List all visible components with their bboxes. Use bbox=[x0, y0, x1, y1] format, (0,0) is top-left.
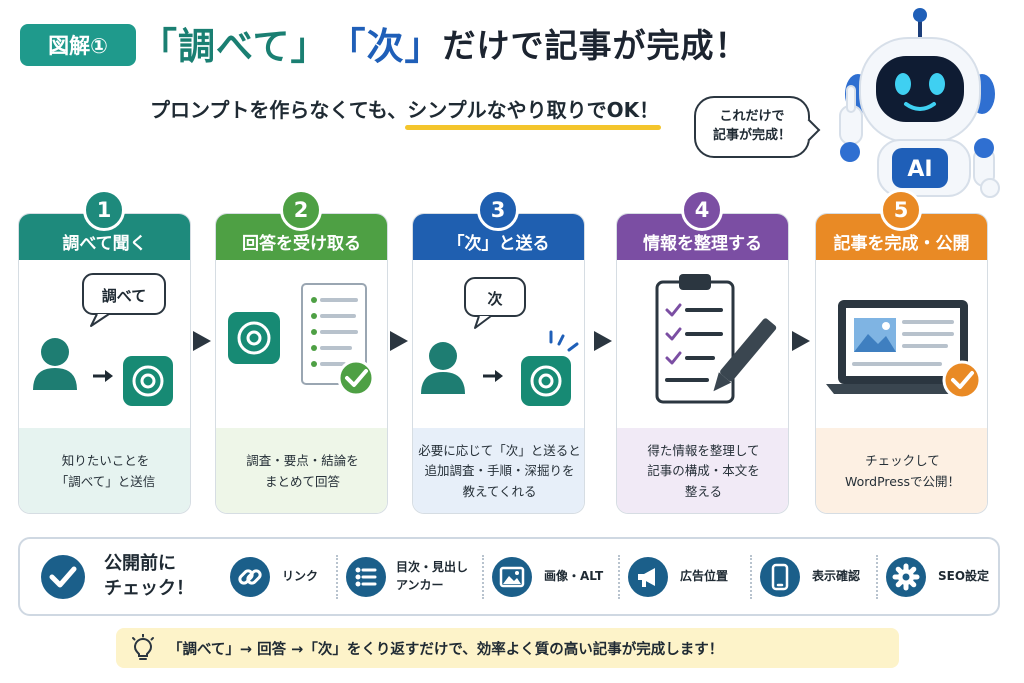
checklist-heading-line-2: チェック！ bbox=[104, 577, 194, 599]
speech-bubble: これだけで 記事が完成！ bbox=[694, 96, 810, 158]
step-3: 3 「次」と送る 次 必要に応じて「次」と送ると 追加調査・手順・深掘りを 教え… bbox=[412, 189, 585, 514]
megaphone-icon bbox=[628, 556, 668, 597]
step-2-desc-line-1: 調査・要点・結論を bbox=[246, 452, 359, 468]
image-icon bbox=[492, 556, 532, 597]
lightbulb-icon bbox=[132, 634, 154, 660]
title-part-shirabete: 「調べて」 bbox=[140, 25, 329, 68]
title-part-rest: だけで記事が完成！ bbox=[442, 26, 749, 65]
step-2-description: 調査・要点・結論を まとめて回答 bbox=[216, 428, 387, 513]
step-3-bubble-text: 次 bbox=[487, 290, 502, 308]
step-3-desc-line-1: 必要に応じて「次」と送ると bbox=[418, 442, 581, 458]
arrow-right-icon bbox=[193, 331, 211, 351]
step-3-number: 3 bbox=[477, 189, 519, 231]
step-2: 2 回答を受け取る 調査・要点・結論を まとめて回答 bbox=[215, 189, 388, 514]
check-item-toc-label-1: 目次・見出し bbox=[396, 560, 469, 575]
step-1-bubble-text: 調べて bbox=[102, 287, 146, 305]
bubble-line-1: これだけで bbox=[719, 109, 785, 125]
summary-tip-text: 「調べて」→ 回答 →「次」をくり返すだけで、効率よく質の高い記事が完成します！ bbox=[168, 641, 724, 658]
subtitle: プロンプトを作らなくても、シンプルなやり取りでOK！ bbox=[150, 94, 659, 123]
bubble-line-2: 記事が完成！ bbox=[712, 128, 791, 143]
step-5-desc-line-1: チェックして bbox=[865, 452, 940, 468]
step-4-desc-line-1: 得た情報を整理して bbox=[647, 442, 760, 458]
check-item-image-label: 画像・ALT bbox=[544, 568, 604, 583]
check-item-seo-label: SEO設定 bbox=[938, 568, 990, 583]
smartphone-icon bbox=[760, 556, 800, 597]
step-4-desc-line-2: 記事の構成・本文を bbox=[647, 463, 760, 479]
arrow-right-icon bbox=[792, 331, 810, 351]
step-1-desc-line-1: 知りたいことを bbox=[61, 452, 150, 468]
divider bbox=[618, 555, 620, 599]
step-5-number: 5 bbox=[880, 189, 922, 231]
step-3-desc-line-3: 教えてくれる bbox=[462, 483, 537, 499]
chatgpt-answer-document-icon bbox=[228, 283, 375, 397]
divider bbox=[876, 555, 878, 599]
check-circle-icon bbox=[41, 554, 85, 599]
step-1-title: 調べて聞く bbox=[19, 214, 190, 260]
step-3-description: 必要に応じて「次」と送ると 追加調査・手順・深掘りを 教えてくれる bbox=[413, 428, 584, 513]
check-item-ads-label: 広告位置 bbox=[680, 568, 729, 583]
check-item-seo: SEO設定 bbox=[886, 539, 989, 614]
user-to-chatgpt-icon: 調べて bbox=[33, 273, 173, 406]
check-item-toc-label-2: アンカー bbox=[396, 577, 444, 592]
step-2-desc-line-2: まとめて回答 bbox=[264, 473, 340, 489]
check-item-link: リンク bbox=[230, 539, 318, 614]
figure-badge: 図解① bbox=[20, 24, 136, 66]
user-send-next-icon: 次 bbox=[421, 277, 579, 406]
robot-chest-label: AI bbox=[907, 157, 932, 182]
step-5-description: チェックして WordPressで公開！ bbox=[816, 428, 987, 513]
step-1-description: 知りたいことを 「調べて」と送信 bbox=[19, 428, 190, 513]
robot-mascot-icon: AI bbox=[839, 8, 1000, 198]
step-1-card: 調べて聞く 調べて 知りたいことを 「調べて」と送信 bbox=[18, 213, 191, 514]
divider bbox=[482, 555, 484, 599]
laptop-check-icon bbox=[826, 300, 982, 400]
link-icon bbox=[230, 556, 270, 597]
check-item-image: 画像・ALT bbox=[492, 539, 603, 614]
arrow-right-icon bbox=[594, 331, 612, 351]
check-item-link-label: リンク bbox=[282, 568, 319, 583]
pre-publish-checklist: 公開前に チェック！ リンク 目次・見出し アンカー 画像・AL bbox=[18, 537, 1000, 616]
step-3-desc-line-2: 追加調査・手順・深掘りを bbox=[424, 463, 575, 479]
subtitle-highlight: シンプルなやり取りでOK！ bbox=[407, 98, 660, 122]
divider bbox=[750, 555, 752, 599]
check-item-ads: 広告位置 bbox=[628, 539, 728, 614]
subtitle-plain: プロンプトを作らなくても、 bbox=[150, 98, 408, 122]
step-2-number: 2 bbox=[280, 189, 322, 231]
step-1: 1 調べて聞く 調べて 知りたいことを 「調べて」と送信 bbox=[18, 189, 191, 514]
checklist-heading-line-1: 公開前に bbox=[104, 553, 176, 575]
list-icon bbox=[346, 556, 386, 597]
step-5: 5 記事を完成・公開 チェックして WordPressで公開！ bbox=[815, 189, 988, 514]
step-4-desc-line-3: 整える bbox=[684, 483, 723, 499]
check-item-toc: 目次・見出し アンカー bbox=[346, 539, 468, 614]
step-4-description: 得た情報を整理して 記事の構成・本文を 整える bbox=[617, 428, 788, 513]
step-4-number: 4 bbox=[681, 189, 723, 231]
step-3-card: 「次」と送る 次 必要に応じて「次」と送ると 追加調査・手順・深掘りを 教えてく… bbox=[412, 213, 585, 514]
step-5-desc-line-2: WordPressで公開！ bbox=[844, 473, 961, 489]
step-5-card: 記事を完成・公開 チェックして WordPressで公開！ bbox=[815, 213, 988, 514]
arrow-right-icon bbox=[390, 331, 408, 351]
step-3-title: 「次」と送る bbox=[413, 214, 584, 260]
page-title: 「調べて」 「次」 だけで記事が完成！ bbox=[140, 14, 749, 72]
check-item-display: 表示確認 bbox=[760, 539, 860, 614]
checklist-heading: 公開前に チェック！ bbox=[40, 539, 194, 614]
check-item-display-label: 表示確認 bbox=[812, 568, 861, 583]
step-4-card: 情報を整理する 得た情報を整理して 記事の構成・本文を 整える bbox=[616, 213, 789, 514]
title-part-tsugi: 「次」 bbox=[328, 25, 443, 68]
step-4: 4 情報を整理する 得た情報を整理して 記事の構成・本文を 整える bbox=[616, 189, 789, 514]
clipboard-pencil-icon bbox=[655, 274, 777, 404]
step-1-desc-line-2: 「調べて」と送信 bbox=[55, 473, 156, 489]
step-2-card: 回答を受け取る 調査・要点・結論を まとめて回答 bbox=[215, 213, 388, 514]
summary-tip: 「調べて」→ 回答 →「次」をくり返すだけで、効率よく質の高い記事が完成します！ bbox=[116, 628, 899, 668]
gear-icon bbox=[886, 556, 926, 597]
step-1-number: 1 bbox=[83, 189, 125, 231]
divider bbox=[336, 555, 338, 599]
